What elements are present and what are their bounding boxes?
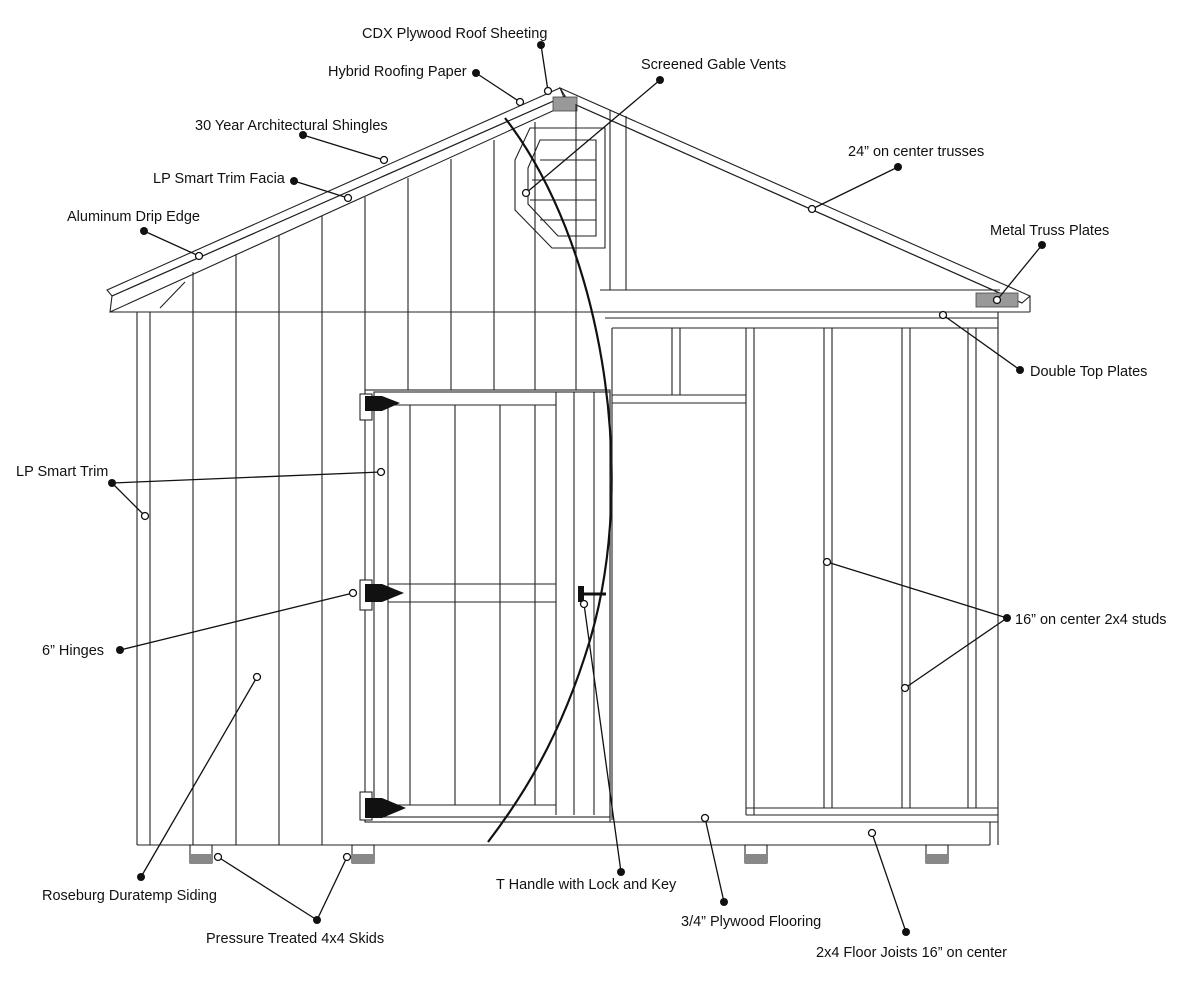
label-cdx-plywood-roof-sheeting: CDX Plywood Roof Sheeting	[362, 26, 547, 42]
label-on-center-studs: 16” on center 2x4 studs	[1015, 612, 1167, 628]
label-lp-smart-trim-facia: LP Smart Trim Facia	[153, 171, 286, 187]
label-metal-truss-plates: Metal Truss Plates	[990, 223, 1109, 239]
truss-plate-top	[552, 96, 578, 112]
label-lp-smart-trim: LP Smart Trim	[16, 464, 108, 480]
door	[359, 389, 611, 823]
label-hinges: 6” Hinges	[42, 643, 104, 659]
callout-floor-joists: 2x4 Floor Joists 16” on center	[816, 828, 1007, 961]
label-screened-gable-vents: Screened Gable Vents	[641, 57, 786, 73]
hinge-bottom	[359, 791, 406, 821]
callout-aluminum-drip-edge: Aluminum Drip Edge	[67, 209, 204, 261]
label-hybrid-roofing-paper: Hybrid Roofing Paper	[328, 64, 467, 80]
siding-wall	[136, 104, 577, 846]
callout-plywood-flooring: 3/4” Plywood Flooring	[681, 813, 821, 930]
callout-hinges: 6” Hinges	[42, 588, 358, 659]
label-pressure-treated-skids: Pressure Treated 4x4 Skids	[206, 931, 384, 947]
callout-metal-truss-plates: Metal Truss Plates	[990, 223, 1109, 305]
label-floor-joists: 2x4 Floor Joists 16” on center	[816, 945, 1007, 961]
callout-on-center-trusses: 24” on center trusses	[807, 144, 984, 214]
label-t-handle-lock-key: T Handle with Lock and Key	[496, 877, 677, 893]
hinge-top	[359, 393, 400, 421]
skids	[189, 844, 949, 864]
shed-illustration	[106, 86, 1032, 864]
callout-hybrid-roofing-paper: Hybrid Roofing Paper	[328, 64, 525, 107]
callout-architectural-shingles: 30 Year Architectural Shingles	[195, 118, 389, 165]
callout-cdx-plywood-roof-sheeting: CDX Plywood Roof Sheeting	[362, 26, 553, 96]
callout-t-handle-lock-key: T Handle with Lock and Key	[496, 599, 677, 893]
callout-pressure-treated-skids: Pressure Treated 4x4 Skids	[206, 852, 384, 947]
label-on-center-trusses: 24” on center trusses	[848, 144, 984, 160]
callout-double-top-plates: Double Top Plates	[938, 310, 1147, 380]
label-plywood-flooring: 3/4” Plywood Flooring	[681, 914, 821, 930]
label-aluminum-drip-edge: Aluminum Drip Edge	[67, 209, 200, 225]
label-roseburg-duratemp-siding: Roseburg Duratemp Siding	[42, 888, 217, 904]
callout-roseburg-duratemp-siding: Roseburg Duratemp Siding	[42, 672, 262, 904]
callout-lp-smart-trim: LP Smart Trim	[16, 464, 386, 521]
label-double-top-plates: Double Top Plates	[1030, 364, 1147, 380]
callout-screened-gable-vents: Screened Gable Vents	[521, 57, 786, 198]
floor	[365, 821, 998, 846]
wall-framing	[605, 312, 999, 845]
cutaway-line	[487, 117, 613, 843]
hinge-middle	[359, 579, 404, 611]
label-architectural-shingles: 30 Year Architectural Shingles	[195, 118, 388, 134]
callout-lp-smart-trim-facia: LP Smart Trim Facia	[153, 171, 353, 203]
gable-vent	[514, 127, 606, 249]
callout-on-center-studs: 16” on center 2x4 studs	[822, 557, 1167, 693]
